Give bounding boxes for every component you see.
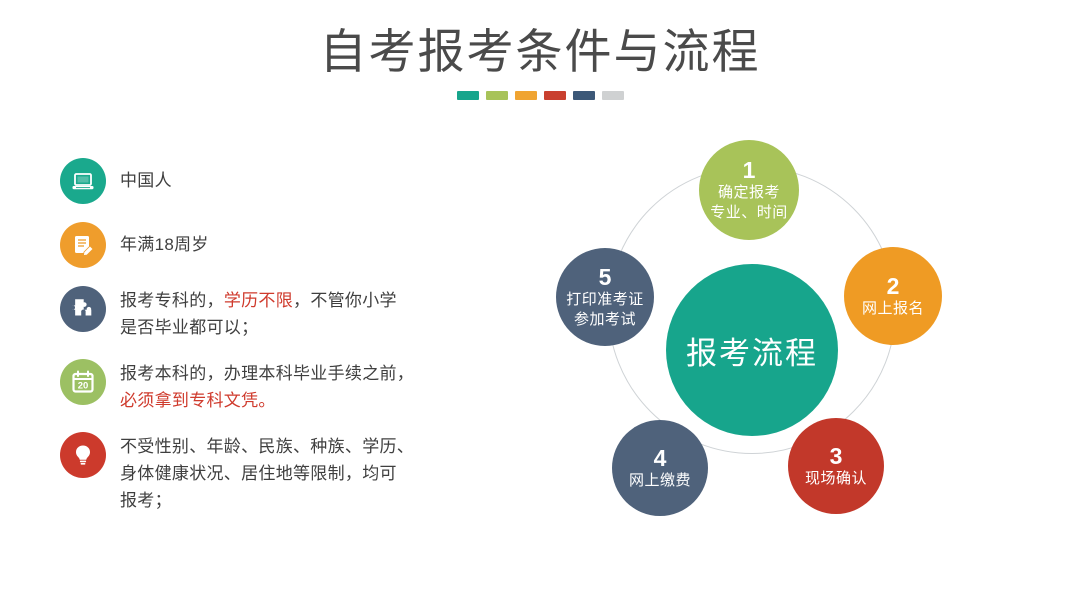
process-node-4-caption-line-1: 网上缴费 xyxy=(628,471,691,489)
condition-plain-text: 是否毕业都可以； xyxy=(120,318,259,337)
process-node-1-number: 1 xyxy=(742,156,756,183)
process-node-2-number: 2 xyxy=(886,272,900,299)
process-center-label: 报考流程 xyxy=(686,335,818,371)
condition-text: 报考本科的，办理本科毕业手续之前， 必须拿到专科文凭。 xyxy=(120,359,414,414)
condition-text-line: 不受性别、年龄、民族、种族、学历、 xyxy=(120,433,414,460)
document-pen-icon xyxy=(60,222,106,268)
process-node-3[interactable]: 3 现场确认 xyxy=(788,418,884,514)
title-dash-1 xyxy=(456,91,479,100)
condition-plain-text: 年满18周岁 xyxy=(120,235,209,254)
condition-item: 中国人 xyxy=(60,158,480,204)
calendar-icon: 20 xyxy=(60,359,106,405)
condition-text-line: 报考专科的，学历不限，不管你小学 xyxy=(120,287,397,314)
title-dash-2 xyxy=(485,91,508,100)
process-center-node[interactable]: 报考流程 xyxy=(666,264,838,436)
condition-item: 报考专科的，学历不限，不管你小学是否毕业都可以； xyxy=(60,286,480,341)
condition-text-line: 年满18周岁 xyxy=(120,231,209,258)
condition-plain-text: 报考专科的， xyxy=(120,291,224,310)
condition-plain-text: 报考； xyxy=(120,491,172,510)
lightbulb-icon xyxy=(60,432,106,478)
process-node-1-caption-line-2: 专业、时间 xyxy=(710,203,788,221)
process-node-5[interactable]: 5 打印准考证 参加考试 xyxy=(556,248,654,346)
page-title: 自考报考条件与流程 xyxy=(319,25,761,78)
condition-plain-text: 中国人 xyxy=(120,171,172,190)
puzzle-icon xyxy=(60,286,106,332)
laptop-icon xyxy=(60,158,106,204)
condition-text: 年满18周岁 xyxy=(120,222,209,258)
title-dash-3 xyxy=(514,91,537,100)
condition-text-line: 必须拿到专科文凭。 xyxy=(120,387,414,414)
condition-plain-text: 报考本科的，办理本科毕业手续之前， xyxy=(120,364,415,383)
process-node-2-caption-line-1: 网上报名 xyxy=(861,299,924,317)
condition-item: 不受性别、年龄、民族、种族、学历、身体健康状况、居住地等限制，均可报考； xyxy=(60,432,480,514)
condition-text-line: 是否毕业都可以； xyxy=(120,314,397,341)
svg-text:20: 20 xyxy=(78,381,89,392)
process-node-4[interactable]: 4 网上缴费 xyxy=(612,420,708,516)
condition-plain-text: 不受性别、年龄、民族、种族、学历、 xyxy=(120,437,415,456)
condition-item: 20 报考本科的，办理本科毕业手续之前， 必须拿到专科文凭。 xyxy=(60,359,480,414)
process-node-3-caption-line-1: 现场确认 xyxy=(804,469,867,487)
condition-highlight-text: 学历不限 xyxy=(223,291,294,310)
condition-text: 中国人 xyxy=(120,158,172,194)
title-dash-6 xyxy=(601,91,624,100)
condition-plain-text: ，不管你小学 xyxy=(293,291,397,310)
process-node-5-caption-line-1: 打印准考证 xyxy=(566,290,644,308)
title-dash-row xyxy=(0,91,1080,100)
condition-highlight-text: 必须拿到专科文凭。 xyxy=(120,391,276,410)
condition-item: 年满18周岁 xyxy=(60,222,480,268)
condition-plain-text: 身体健康状况、居住地等限制，均可 xyxy=(120,464,397,483)
title-dash-5 xyxy=(572,91,595,100)
process-node-3-number: 3 xyxy=(829,442,843,469)
process-diagram: 5 打印准考证 参加考试 1 确定报考 专业、时间 2 网上报名 3 现场确认 … xyxy=(556,126,956,546)
process-node-1[interactable]: 1 确定报考 专业、时间 xyxy=(699,140,799,240)
process-node-1-caption-line-1: 确定报考 xyxy=(717,183,780,201)
condition-text-line: 报考本科的，办理本科毕业手续之前， xyxy=(120,360,414,387)
process-node-5-caption-line-2: 参加考试 xyxy=(573,310,636,328)
process-node-4-number: 4 xyxy=(653,444,667,471)
condition-text: 不受性别、年龄、民族、种族、学历、身体健康状况、居住地等限制，均可报考； xyxy=(120,432,414,514)
process-node-5-number: 5 xyxy=(598,263,612,290)
title-block: 自考报考条件与流程 xyxy=(0,22,1080,100)
title-dash-4 xyxy=(543,91,566,100)
condition-text-line: 中国人 xyxy=(120,167,172,194)
process-node-2[interactable]: 2 网上报名 xyxy=(844,247,942,345)
condition-text-line: 身体健康状况、居住地等限制，均可 xyxy=(120,460,414,487)
condition-text: 报考专科的，学历不限，不管你小学是否毕业都可以； xyxy=(120,286,397,341)
condition-text-line: 报考； xyxy=(120,487,414,514)
